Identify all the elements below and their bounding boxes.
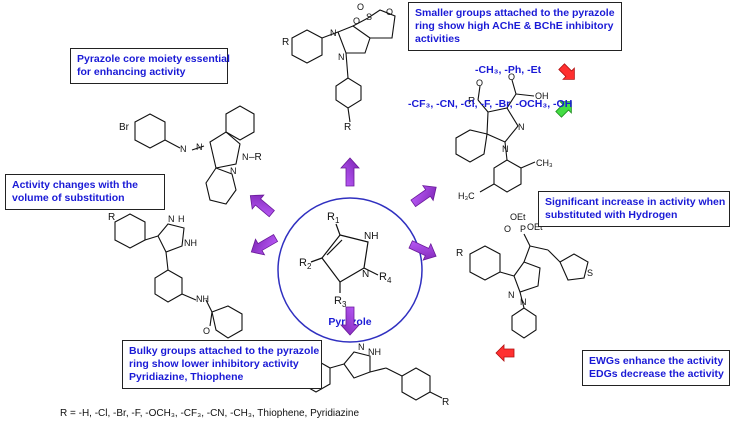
note-bulky-line-2: ring show lower inhibitory activity [129, 358, 299, 370]
phos-p: P [520, 224, 526, 234]
center-nh: NH [364, 231, 378, 242]
sultone-s: S [366, 12, 372, 22]
note-volume: Activity changes with the volume of subs… [5, 174, 165, 210]
note-ewg-edg: EWGs enhance the activity EDGs decrease … [582, 350, 730, 386]
sultone-structure [291, 9, 396, 123]
decrease-arrow-icon [558, 63, 575, 80]
note-bulky-groups: Bulky groups attached to the pyrazole ri… [122, 340, 322, 389]
sultone-r-top: R [282, 37, 289, 48]
note-hydrogen: Significant increase in activity when su… [538, 191, 730, 227]
sultone-o-left: O [357, 2, 364, 12]
acid-ch3: CH₃ [536, 158, 553, 168]
azo-br: Br [119, 122, 130, 133]
phos-n2: N [520, 297, 527, 307]
amide-o: O [203, 326, 210, 336]
sultone-n-lower: N [338, 52, 345, 62]
note-hydrogen-line-1: Significant increase in activity when [545, 196, 726, 208]
sultone-n-upper: N [330, 28, 337, 38]
acid-structure [455, 79, 536, 193]
note-hydrogen-line-2: substituted with Hydrogen [545, 209, 678, 221]
phos-oet-1: OEt [510, 212, 526, 222]
phos-thiophene-s: S [587, 268, 593, 278]
acid-n1: N [518, 122, 525, 132]
acid-r: R [468, 96, 475, 107]
note-core-line-1: Pyrazole core moiety essential [77, 53, 230, 65]
styryl-n: N [358, 342, 365, 352]
styryl-nh: NH [368, 347, 381, 357]
bulky-down-arrow-icon [495, 344, 515, 362]
azo-n4: N [230, 166, 237, 176]
r-group-footer: R = -H, -Cl, -Br, -F, -OCH₃, -CF₃, -CN, … [60, 408, 360, 419]
arrow-upper-right [410, 185, 437, 208]
acid-n2: N [502, 144, 509, 154]
center-n: N [362, 269, 369, 280]
ewg-groups-list: -CF₃, -CN, -Cl, -F, -Br, -OCH₃, -OH [408, 98, 573, 110]
note-small-groups: Smaller groups attached to the pyrazole … [408, 2, 622, 51]
arrow-lower-left [250, 233, 279, 256]
note-volume-line-2: volume of substitution [12, 192, 125, 204]
note-volume-line-1: Activity changes with the [12, 179, 139, 191]
azo-structure [134, 105, 255, 205]
note-ewg-line-2: EDGs decrease the activity [589, 368, 724, 380]
azo-n2: N [196, 142, 203, 152]
center-r2: R2 [299, 257, 312, 271]
acid-o-keto: O [476, 78, 483, 88]
note-bulky-line-1: Bulky groups attached to the pyrazole [129, 345, 320, 357]
acid-o-acid: O [508, 72, 515, 82]
azo-n1: N [180, 144, 187, 154]
arrow-down [340, 306, 360, 336]
azo-r: –R [249, 152, 262, 163]
center-r1: R1 [327, 211, 340, 225]
phos-oet-2: OEt [527, 222, 543, 232]
amide-pyrazole-n: N [168, 214, 175, 224]
note-small-line-2: ring show high AChE & BChE inhibitory [415, 20, 614, 32]
azo-n3: N [242, 152, 249, 162]
sultone-r-bottom: R [344, 122, 351, 133]
sultone-o-right: O [386, 7, 393, 17]
amide-structure [114, 213, 243, 339]
center-circle [277, 197, 423, 343]
note-bulky-line-3: Pyridiazine, Thiophene [129, 371, 244, 383]
note-small-line-3: activities [415, 33, 460, 45]
arrow-lower-right [408, 240, 437, 261]
amide-pyrazole-nh: NH [184, 238, 197, 248]
center-pyrazole-ring [310, 223, 379, 293]
note-ewg-line-1: EWGs enhance the activity [589, 355, 724, 367]
acid-h3c: H₃C [458, 191, 475, 201]
increase-arrow-icon [555, 101, 572, 118]
phos-o: O [504, 224, 511, 234]
sultone-o-ring: O [353, 16, 360, 26]
arrow-up [340, 157, 360, 187]
amide-pyrazole-h: H [178, 214, 185, 224]
acid-oh: OH [535, 91, 549, 101]
small-groups-list: -CH₃, -Ph, -Et [475, 64, 542, 76]
phos-r: R [456, 248, 463, 259]
styryl-r: R [442, 397, 449, 408]
amide-r: R [108, 212, 115, 223]
phosphonate-structure [469, 233, 589, 339]
amide-nh: NH [196, 294, 209, 304]
note-small-line-1: Smaller groups attached to the pyrazole [415, 7, 615, 19]
note-core-line-2: for enhancing activity [77, 66, 186, 78]
arrow-upper-left [249, 194, 275, 218]
phos-n1: N [508, 290, 515, 300]
center-r4: R4 [379, 271, 392, 285]
center-r3: R3 [334, 295, 347, 309]
note-core: Pyrazole core moiety essential for enhan… [70, 48, 230, 84]
